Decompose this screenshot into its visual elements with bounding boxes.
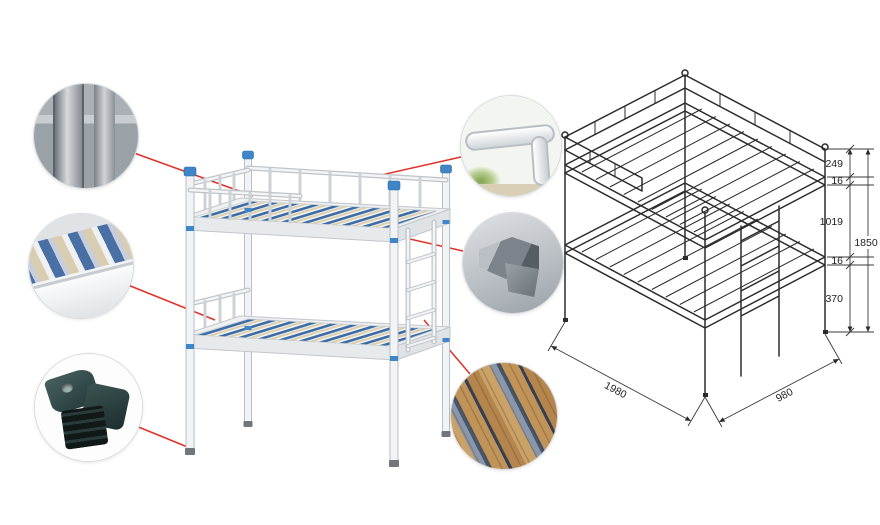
depth-dim-line — [718, 358, 840, 423]
dim-overall-depth: 980 — [774, 386, 795, 405]
dim-overall-height: 1850 — [854, 237, 878, 249]
lower-deck-slats — [193, 318, 438, 347]
wooden-slat-deck-photo — [451, 363, 557, 469]
left-end-spindles-bottom — [203, 292, 236, 330]
post-caps — [183, 150, 452, 191]
bed-posts — [564, 75, 826, 396]
callout-wooden-slat-deck — [450, 362, 558, 470]
ladder — [405, 219, 437, 353]
front-right-post — [389, 187, 399, 465]
lower-bunk-slats — [581, 188, 815, 313]
callout-plastic-foot-pads — [34, 353, 143, 462]
dim-bunk-clearance: 1019 — [820, 216, 844, 228]
post-sleeves — [186, 208, 450, 361]
foot-pad-ribbed-piece — [60, 404, 109, 449]
dim-lower-bunk-height: 370 — [825, 293, 843, 305]
isometric-line-drawing — [561, 69, 829, 397]
dim-lower-deck-thickness: 16 — [831, 255, 843, 267]
plastic-foot-pads-photo — [35, 354, 142, 461]
wireframe-ladder — [740, 205, 780, 377]
dim-overall-length: 1980 — [602, 380, 628, 402]
guardrail-tube-photo — [461, 96, 561, 196]
post-feet — [185, 421, 451, 467]
back-guardrail-spindles — [268, 167, 422, 209]
frame-corner-joint-photo — [34, 84, 138, 188]
length-dim-line — [550, 345, 692, 422]
lower-bunk-frame — [564, 182, 826, 329]
guardrail-spindles — [589, 90, 791, 177]
bunk-bed-render — [183, 150, 452, 467]
chain-ticks — [845, 144, 855, 337]
dim-guardrail-height: 249 — [825, 158, 843, 170]
leader-foot-pads — [135, 425, 191, 449]
callout-guardrail-tube — [460, 95, 562, 197]
front-guardrail-spindles — [208, 189, 292, 224]
hook-connector-photo — [463, 213, 563, 313]
dim-upper-deck-thickness: 16 — [831, 175, 843, 187]
callout-frame-corner-joint — [33, 83, 139, 189]
bed-deck-corner-photo — [29, 214, 133, 318]
label-mask — [851, 236, 880, 249]
upper-bunk-slats — [581, 108, 815, 233]
callout-hook-connector — [462, 212, 564, 314]
upper-bunk-frame — [564, 102, 826, 249]
guardrails — [564, 74, 826, 192]
post-cap-knob — [681, 69, 689, 77]
leader-guardrail-tube — [371, 156, 462, 178]
callout-bed-deck-corner — [28, 213, 134, 319]
leader-deck-corner — [127, 284, 216, 321]
front-left-post — [185, 173, 195, 453]
